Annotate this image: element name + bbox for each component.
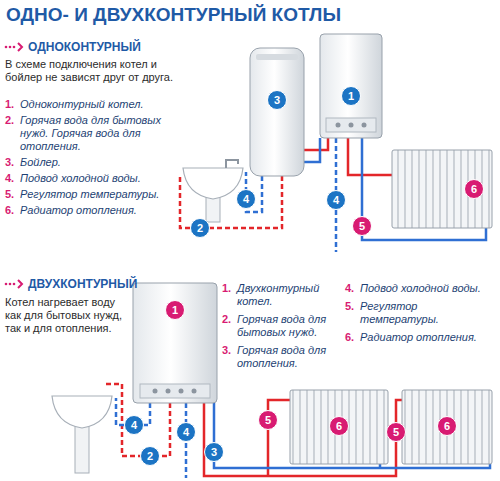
callout-number: 4 bbox=[176, 422, 196, 442]
callout-number: 6 bbox=[437, 416, 457, 436]
list-text: Двухконтурный котел. bbox=[237, 282, 337, 308]
callout-number: 3 bbox=[204, 442, 224, 462]
list-number: 6. bbox=[5, 204, 20, 217]
boiler-panel bbox=[326, 118, 376, 132]
storage-tank bbox=[250, 48, 304, 176]
section-heading: ДВУХКОНТУРНЫЙ bbox=[28, 277, 137, 291]
list-number: 4. bbox=[5, 172, 20, 185]
radiator bbox=[402, 390, 492, 464]
callout-number: 4 bbox=[326, 190, 346, 210]
radiator bbox=[392, 150, 492, 228]
list-text: Горячая вода для отопления. bbox=[237, 344, 337, 370]
list-item: 2.Горячая вода для бытовых нужд. Горячая… bbox=[5, 114, 178, 153]
page-title: ОДНО- И ДВУХКОНТУРНЫЙ КОТЛЫ bbox=[6, 4, 341, 26]
list-item: 1.Двухконтурный котел. bbox=[222, 282, 337, 308]
list-number: 3. bbox=[222, 344, 237, 357]
callout-number: 1 bbox=[341, 86, 361, 106]
list-text: Радиатор отопления. bbox=[360, 331, 485, 344]
list-number: 1. bbox=[5, 98, 20, 111]
list-item: 4.Подвод холодной воды. bbox=[5, 172, 178, 185]
sink bbox=[52, 396, 112, 473]
callout-number: 6 bbox=[329, 416, 349, 436]
list-number: 2. bbox=[5, 114, 20, 127]
sink bbox=[183, 160, 243, 222]
section-heading: ОДНОКОНТУРНЫЙ bbox=[28, 40, 141, 54]
callout-number: 1 bbox=[165, 300, 185, 320]
tank-band bbox=[256, 54, 298, 60]
list-number: 4. bbox=[345, 282, 360, 295]
list-item: 5.Регулятор температуры. bbox=[5, 188, 178, 201]
list-item: 5.Регулятор температуры. bbox=[345, 300, 485, 326]
list-text: Одноконтурный котел. bbox=[20, 98, 178, 111]
callout-number: 5 bbox=[352, 216, 372, 236]
callout-number: 5 bbox=[386, 422, 406, 442]
list-text: Подвод холодной воды. bbox=[20, 172, 178, 185]
list-text: Горячая вода для бытовых нужд. Горячая в… bbox=[20, 114, 178, 153]
list-number: 6. bbox=[345, 331, 360, 344]
radiator bbox=[290, 390, 388, 464]
list-item: 2.Горячая вода для бытовых нужд. bbox=[222, 313, 337, 339]
list-item: 3.Горячая вода для отопления. bbox=[222, 344, 337, 370]
list-text: Бойлер. bbox=[20, 156, 178, 169]
list-text: Радиатор отопления. bbox=[20, 204, 178, 217]
callout-number: 2 bbox=[140, 446, 160, 466]
panel-dials bbox=[153, 389, 197, 394]
list-number: 5. bbox=[5, 188, 20, 201]
boiler-body bbox=[320, 34, 382, 138]
list-text: Горячая вода для бытовых нужд. bbox=[237, 313, 337, 339]
callout-number: 2 bbox=[190, 218, 210, 238]
section-note: В схеме подключения котел и бойлер не за… bbox=[5, 58, 180, 84]
panel-dials bbox=[336, 123, 367, 128]
list-text: Регулятор температуры. bbox=[360, 300, 485, 326]
callout-number: 3 bbox=[267, 90, 287, 110]
list-number: 5. bbox=[345, 300, 360, 313]
boiler-body bbox=[133, 283, 217, 403]
list-number: 3. bbox=[5, 156, 20, 169]
list-text: Подвод холодной воды. bbox=[360, 282, 485, 295]
boiler-panel bbox=[140, 384, 210, 398]
list-item: 1.Одноконтурный котел. bbox=[5, 98, 178, 111]
list-item: 6.Радиатор отопления. bbox=[345, 331, 485, 344]
callout-number: 4 bbox=[124, 415, 144, 435]
list-item: 6.Радиатор отопления. bbox=[5, 204, 178, 217]
callout-number: 6 bbox=[464, 179, 484, 199]
list-text: Регулятор температуры. bbox=[20, 188, 178, 201]
list-item: 4.Подвод холодной воды. bbox=[345, 282, 485, 295]
callout-number: 5 bbox=[258, 410, 278, 430]
list-item: 3.Бойлер. bbox=[5, 156, 178, 169]
callout-number: 4 bbox=[236, 189, 256, 209]
list-number: 1. bbox=[222, 282, 237, 295]
list-number: 2. bbox=[222, 313, 237, 326]
section-note: Котел нагревает воду как для бытовых нуж… bbox=[5, 296, 130, 335]
